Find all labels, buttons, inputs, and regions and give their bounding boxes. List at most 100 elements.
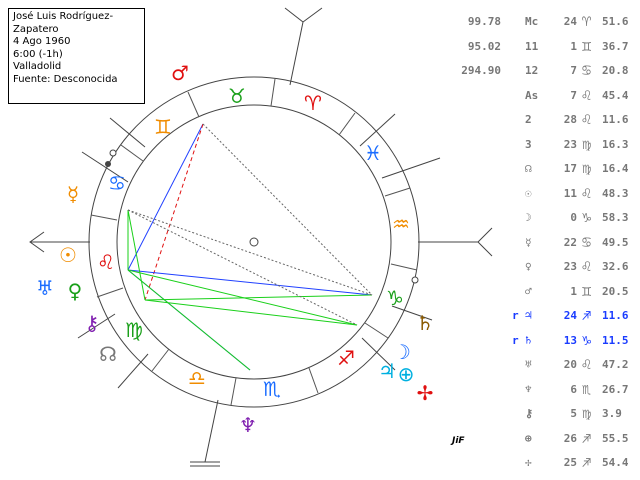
- planet-mercury-glyph: ☿: [67, 182, 79, 206]
- aspect-line: [127, 209, 146, 301]
- sign-glyph: ♏: [263, 377, 281, 401]
- table-row: ♅20♌47.2: [440, 355, 636, 375]
- signature: JiF: [452, 436, 465, 446]
- sign-glyph: ♍: [125, 318, 143, 342]
- table-row: ♆6♏26.7: [440, 380, 636, 400]
- cusp-marker: [105, 161, 111, 167]
- cell-min: 51.6: [602, 15, 629, 28]
- cell-label: 11: [525, 39, 539, 53]
- cell-label: ☊: [525, 162, 532, 175]
- aspect-line: [202, 123, 373, 296]
- ic-axis: [204, 399, 219, 463]
- cell-min: 55.5: [602, 431, 629, 445]
- cell-deg: 25: [563, 456, 577, 469]
- cell-label: ⚷: [525, 407, 534, 420]
- cell-min: 3.9: [602, 407, 622, 420]
- aspect-lines: [127, 123, 373, 371]
- table-row: ⊕26♐55.5: [440, 429, 636, 449]
- cell-label: ♄: [525, 333, 532, 347]
- cell-label: ♀: [525, 260, 532, 273]
- cell-sign: ♏: [582, 379, 592, 398]
- cell-sign: ♌: [582, 355, 592, 373]
- sign-dividers: [90, 78, 418, 406]
- cell-min: 11.6: [602, 113, 629, 126]
- chart-info-box: José Luis Rodríguez- Zapatero 4 Ago 1960…: [8, 8, 145, 104]
- cell-deg: 6: [570, 382, 577, 396]
- cell-sign: ♋: [582, 61, 592, 79]
- cell-min: 48.3: [602, 186, 629, 200]
- sign-glyph: ♓: [364, 141, 382, 165]
- cell-label: ☿: [525, 235, 532, 249]
- aspect-line: [127, 209, 373, 296]
- sign-glyph: ♋: [108, 171, 126, 195]
- planet-mars-glyph: ♂: [171, 61, 189, 85]
- cell-deg: 22: [563, 235, 577, 249]
- planet-fortune-glyph: ⊕: [398, 362, 415, 386]
- cell-sign: ♌: [582, 257, 592, 275]
- info-line: Valladolid: [13, 61, 62, 72]
- table-row: ⚷5♍3.9: [440, 404, 636, 424]
- aspect-line: [127, 269, 373, 296]
- aspect-line: [144, 294, 373, 301]
- cell-deg: 23: [563, 137, 577, 151]
- info-line: 4 Ago 1960: [13, 36, 71, 47]
- cell-sign: ♐: [582, 306, 592, 324]
- planet-neptune-glyph: ♆: [239, 413, 257, 437]
- cell-retro: r: [512, 333, 519, 347]
- cusp-marker: [411, 276, 419, 284]
- sign-glyph: ♎: [188, 366, 206, 390]
- cell-sign: ♌: [582, 85, 592, 104]
- planet-chiron-glyph: ⚷: [85, 311, 100, 335]
- cell-deg: 17: [563, 162, 577, 175]
- info-line: 6:00 (-1h): [13, 48, 63, 60]
- info-line: Fuente: Desconocida: [13, 73, 118, 85]
- sign-glyph: ♌: [97, 250, 115, 274]
- cell-label: ♅: [525, 358, 532, 371]
- cell-label: As: [525, 88, 539, 102]
- planet-moon-glyph: ☽: [393, 340, 411, 364]
- sign-glyph: ♒: [392, 212, 410, 236]
- cell-sign: ♌: [582, 183, 592, 202]
- cell-deg: 7: [570, 88, 577, 102]
- cell-label: ♂: [525, 284, 532, 298]
- table-row: ☿22♋49.5: [440, 233, 636, 253]
- inner-circle: [116, 104, 392, 380]
- planet-sun-glyph: ☉: [59, 243, 77, 267]
- cell-sign: ♍: [582, 404, 592, 422]
- cell-label: ☉: [525, 186, 532, 200]
- cell-sign: ♋: [582, 232, 592, 251]
- sign-glyph: ♈: [304, 91, 322, 115]
- table-row: ♀23♌32.6: [440, 257, 636, 277]
- cell-min: 11.6: [602, 309, 629, 322]
- cell-min: 58.3: [602, 211, 629, 224]
- cell-min: 45.4: [602, 88, 629, 102]
- cell-label: ♆: [525, 382, 532, 396]
- planet-vertex-glyph: ✢: [417, 381, 434, 405]
- cell-label: 3: [525, 137, 532, 151]
- cell-deg: 24: [563, 309, 577, 322]
- cell-deg: 28: [563, 113, 577, 126]
- cell-sign: ♊: [582, 281, 592, 300]
- cell-min: 16.4: [602, 162, 629, 175]
- cell-label: ☽: [525, 211, 532, 224]
- outer-circle: [88, 76, 420, 408]
- cell-min: 36.7: [602, 39, 629, 53]
- cell-deg: 26: [563, 431, 577, 445]
- cell-min: 20.8: [602, 64, 629, 77]
- cell-label: 12: [525, 64, 539, 77]
- aspect-line: [144, 123, 204, 301]
- cusp-marker: [109, 149, 117, 157]
- cell-min: 11.5: [602, 333, 629, 347]
- aspect-line: [127, 269, 251, 371]
- cell-min: 20.5: [602, 284, 629, 298]
- cell-deg: 1: [570, 39, 577, 53]
- cell-left: 99.78: [467, 15, 501, 28]
- cell-label: 2: [525, 113, 532, 126]
